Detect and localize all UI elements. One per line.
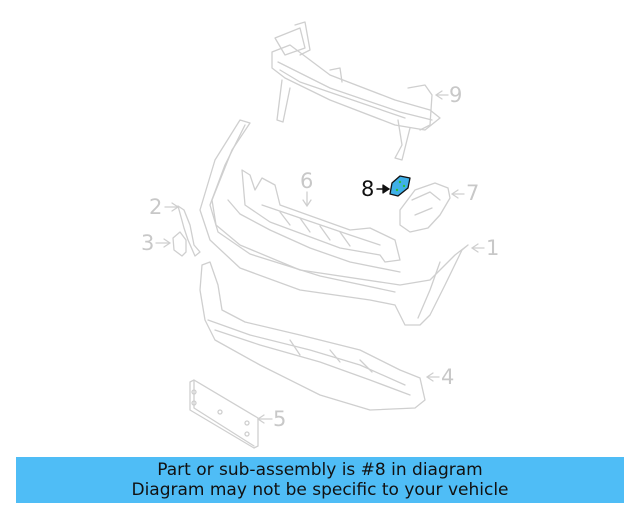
part-1-bumper-cover — [199, 119, 485, 326]
part-5-license-bracket — [189, 379, 273, 449]
callout-6: 6 — [300, 169, 314, 193]
part-2-bracket — [164, 202, 201, 257]
part-8-highlighted-clip — [376, 175, 411, 197]
banner-part-line: Part or sub-assembly is #8 in diagram — [157, 460, 483, 480]
part-4-lower-skirt — [199, 261, 440, 411]
callout-5: 5 — [273, 407, 287, 431]
callout-8-highlighted: 8 — [361, 177, 375, 201]
callout-1: 1 — [486, 236, 500, 260]
part-7-bracket — [399, 182, 465, 233]
part-3-bracket — [155, 231, 187, 257]
part-6-energy-absorber — [241, 169, 401, 263]
callout-4: 4 — [441, 365, 455, 389]
info-banner: Part or sub-assembly is #8 in diagram Di… — [16, 457, 624, 503]
callout-3: 3 — [141, 231, 155, 255]
banner-disclaimer-line: Diagram may not be specific to your vehi… — [131, 480, 509, 500]
parts-diagram: 1 2 3 4 5 6 7 8 9 — [141, 21, 500, 449]
callout-2: 2 — [149, 195, 163, 219]
part-9-reinforcement-beam — [271, 21, 449, 161]
callout-9: 9 — [449, 83, 463, 107]
callout-7: 7 — [466, 181, 480, 205]
